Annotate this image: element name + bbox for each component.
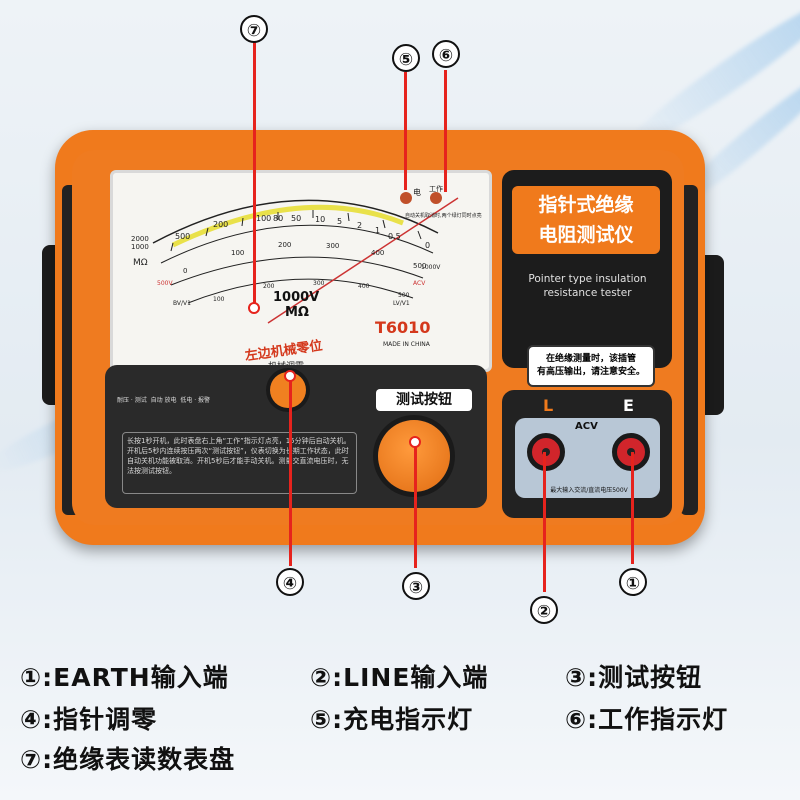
callout-line <box>414 442 417 568</box>
model-label: T6010 <box>375 318 430 337</box>
jack-e-label: E <box>623 396 634 415</box>
scale-side-label: 1000V <box>421 264 441 271</box>
warning-label: 在绝缘测量时，该插管 有高压输出，请注意安全。 <box>527 345 655 387</box>
zh-title-line: 指针式绝缘 <box>538 194 634 216</box>
scale-side-label: MΩ <box>133 258 148 268</box>
callout-dot <box>409 436 421 448</box>
warning-line: 有高压输出，请注意安全。 <box>536 367 645 377</box>
instructions-text: 长按1秒开机，此时表盘右上角“工作”指示灯点亮，15分钟后自动关机。开机后5秒内… <box>122 432 357 494</box>
led-label: 工作 <box>429 184 443 193</box>
legend-item: ⑥:工作指示灯 <box>565 705 729 734</box>
legend-item: ③:测试按钮 <box>565 663 703 692</box>
zero-adjust-sub: 机械调零 <box>268 360 304 369</box>
scale-label: 0.5 <box>388 232 401 241</box>
legend-item: ④:指针调零 <box>20 705 158 734</box>
scale-label: 100 <box>231 249 244 257</box>
callout-4: ④ <box>276 568 304 596</box>
en-title: Pointer type insulation resistance teste… <box>515 272 660 300</box>
callout-6: ⑥ <box>432 40 460 68</box>
led-label: 电 <box>413 187 421 197</box>
bumper <box>680 185 698 515</box>
led-note: 自动关机取消时,两个绿灯同时点亮 <box>405 212 482 219</box>
work-led <box>430 192 442 204</box>
callout-5: ⑤ <box>392 44 420 72</box>
callout-dot <box>284 370 296 382</box>
scale-label: 2000 <box>131 235 149 243</box>
legend-item: ⑤:充电指示灯 <box>310 705 474 734</box>
callout-line <box>444 70 447 192</box>
scale-label: 200 <box>278 241 291 249</box>
charge-led <box>400 192 412 204</box>
jack-note: 最大输入交流/直流电压500V <box>550 487 628 494</box>
scale-label: 0 <box>183 267 187 275</box>
line-jack[interactable] <box>527 433 565 471</box>
scale-label: 2 <box>357 221 362 230</box>
scale-label: 10 <box>315 215 325 224</box>
scale-label: 50 <box>291 214 301 223</box>
jack-l-label: L <box>543 396 554 415</box>
scale-label: 500 <box>175 232 190 241</box>
test-button-label: 测试按钮 <box>376 389 472 411</box>
legend-item: ②:LINE输入端 <box>310 663 489 692</box>
callout-line <box>404 72 407 190</box>
mode-label: 自动 放电 <box>150 397 177 404</box>
callout-3: ③ <box>402 572 430 600</box>
acv-label: ACV <box>575 421 598 432</box>
dial-scale: 2000 1000 500 200 100 80 50 10 5 2 1 0.5… <box>131 184 482 369</box>
en-title-line: resistance tester <box>543 287 632 299</box>
scale-side-label: BV/V1 <box>173 300 191 307</box>
scale-side-label: ACV <box>413 280 426 287</box>
legend-line-3: ⑦:绝缘表读数表盘 <box>20 740 235 776</box>
scale-label: 100 <box>256 214 271 223</box>
callout-1: ① <box>619 568 647 596</box>
scale-label: 0 <box>425 241 430 250</box>
callout-dot <box>248 302 260 314</box>
callout-7: ⑦ <box>240 15 268 43</box>
scale-label: 80 <box>273 214 283 223</box>
callout-line <box>289 380 292 566</box>
scale-label: 1000 <box>131 243 149 251</box>
callout-line <box>631 452 634 564</box>
mode-labels: 耐压 · 测试 自动 放电 低电 · 报警 <box>117 395 227 404</box>
scale-label: 300 <box>313 280 325 287</box>
zh-title-line: 电阻测试仪 <box>538 224 634 246</box>
warning-line: 在绝缘测量时，该插管 <box>545 354 636 364</box>
scale-label: 400 <box>371 249 384 257</box>
scale-side-label: 500V <box>157 280 173 287</box>
meter-dial: 2000 1000 500 200 100 80 50 10 5 2 1 0.5… <box>110 170 492 372</box>
scale-label: 1 <box>375 226 380 235</box>
scale-label: 500 <box>398 292 410 299</box>
zh-title: 指针式绝缘 电阻测试仪 <box>512 186 660 254</box>
callout-line <box>253 42 256 304</box>
scale-label: 5 <box>337 217 342 226</box>
scale-label: 100 <box>213 296 225 303</box>
legend-line-2: ④:指针调零 ⑤:充电指示灯 ⑥:工作指示灯 <box>20 700 728 736</box>
legend-item: ①:EARTH输入端 <box>20 663 229 692</box>
mode-label: 低电 · 报警 <box>180 397 211 404</box>
zero-adjust-title: 左边机械零位 <box>244 338 323 365</box>
made-in-label: MADE IN CHINA <box>383 341 431 348</box>
legend-item: ⑦:绝缘表读数表盘 <box>20 745 236 774</box>
scale-label: 200 <box>263 283 275 290</box>
unit-label: MΩ <box>285 305 309 320</box>
callout-2: ② <box>530 596 558 624</box>
mode-label: 耐压 · 测试 <box>117 397 147 404</box>
scale-side-label: LV/V1 <box>393 300 410 307</box>
range-label: 1000V <box>273 290 319 305</box>
legend-line-1: ①:EARTH输入端 ②:LINE输入端 ③:测试按钮 <box>20 658 702 694</box>
en-title-line: Pointer type insulation <box>528 273 647 285</box>
scale-label: 200 <box>213 220 228 229</box>
scale-label: 300 <box>326 242 339 250</box>
callout-line <box>543 452 546 592</box>
scale-label: 400 <box>358 283 370 290</box>
scale-label: 500 <box>413 262 426 270</box>
